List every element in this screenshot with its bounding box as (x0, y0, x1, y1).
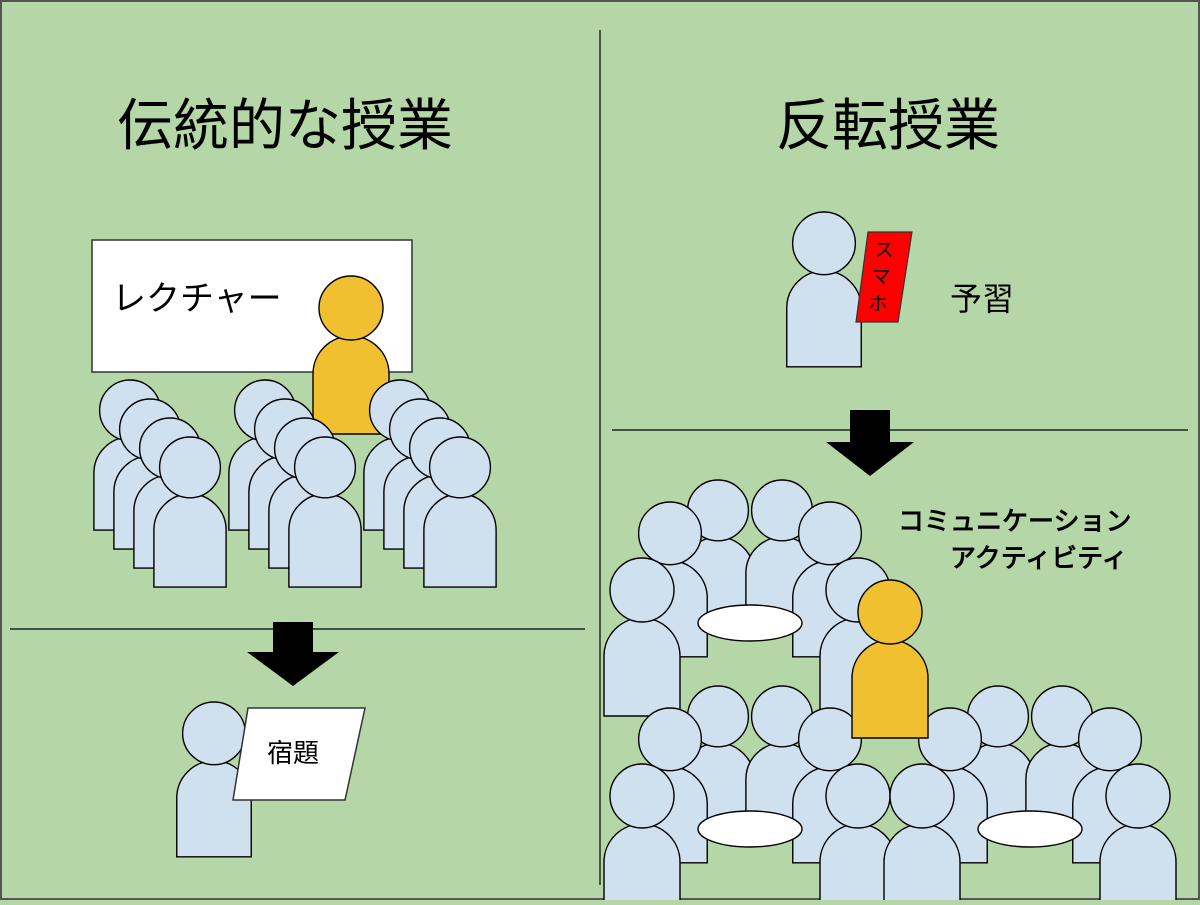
homework-label: 宿題 (267, 739, 319, 769)
person-body (883, 823, 961, 905)
person-head (158, 436, 222, 499)
student (883, 763, 961, 905)
student (153, 436, 227, 588)
person-head (318, 275, 384, 341)
person-body (603, 617, 681, 717)
student (423, 436, 497, 588)
homework-sheet (232, 707, 366, 801)
person-head (889, 763, 955, 829)
person-head (293, 436, 357, 499)
activity-label-line1: コミュニケーション (898, 507, 1131, 537)
person-body (603, 823, 681, 905)
flipped-class-title: 反転授業 (776, 94, 1000, 159)
teacher (851, 579, 929, 739)
down-arrow-right (826, 410, 914, 476)
student (288, 436, 362, 588)
person-head (609, 557, 675, 623)
group-top (603, 479, 897, 717)
person-head (857, 579, 923, 645)
person-body (423, 493, 497, 588)
person-body (851, 639, 929, 739)
person-head (637, 501, 703, 566)
preview-student (786, 211, 862, 368)
person-body (153, 493, 227, 588)
discussion-groups (603, 479, 1177, 905)
person-head (637, 707, 703, 772)
person-head (791, 211, 857, 276)
person-head (797, 501, 863, 566)
preview-label: 予習 (950, 280, 1014, 318)
homework-student (176, 701, 252, 858)
down-arrow-left (247, 622, 339, 686)
lecture-audience (93, 379, 497, 588)
person-head (1077, 707, 1143, 772)
person-head (825, 763, 891, 829)
student (603, 763, 681, 905)
person-body (1099, 823, 1177, 905)
smartphone-label: スマホ (868, 239, 893, 315)
group-table (697, 604, 803, 642)
person-body (786, 270, 862, 368)
activity-label-line2: アクティビティ (950, 544, 1128, 574)
person-head (1105, 763, 1171, 829)
person-head (181, 701, 247, 766)
student (819, 763, 897, 905)
person-head (917, 707, 983, 772)
group-bottom-left (603, 685, 897, 905)
student (1099, 763, 1177, 905)
traditional-class-title: 伝統的な授業 (117, 94, 453, 159)
person-head (428, 436, 492, 499)
smartphone (855, 231, 913, 323)
lecture-label: レクチャー (112, 279, 282, 319)
person-body (288, 493, 362, 588)
facilitator-teacher (851, 579, 929, 739)
student (603, 557, 681, 717)
group-table (697, 810, 803, 848)
person-head (609, 763, 675, 829)
group-table (977, 810, 1083, 848)
person-head (797, 707, 863, 772)
student (786, 211, 862, 368)
student (176, 701, 252, 858)
group-bottom-right (883, 685, 1177, 905)
